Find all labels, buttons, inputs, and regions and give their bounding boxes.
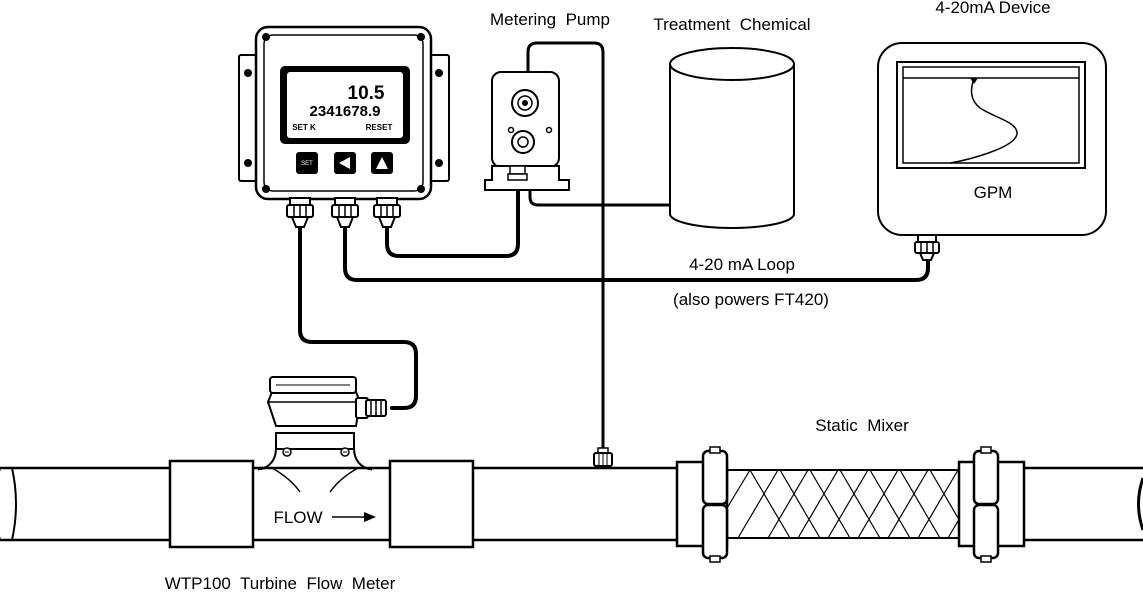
treatment-chemical-label: Treatment Chemical — [653, 15, 810, 34]
left-arrow-icon — [339, 157, 350, 169]
flow-rate-readout: 10.5 — [348, 83, 385, 104]
flow-label: FLOW — [273, 508, 322, 527]
flow-arrow-icon — [332, 512, 376, 522]
loop-powered-display — [877, 42, 1107, 261]
metering-pump — [484, 71, 570, 191]
metering-pump-label: Metering Pump — [490, 10, 610, 29]
sensor-head — [266, 391, 362, 427]
meter-coupling-right — [388, 459, 475, 549]
mixer-helix-icon — [726, 469, 959, 539]
softkey-right-label: RESET — [366, 123, 393, 132]
flow-meter-label: WTP100 Turbine Flow Meter — [165, 574, 396, 593]
tank-body — [669, 64, 795, 229]
chemical-tank — [669, 47, 795, 229]
meter-coupling-left — [168, 459, 255, 549]
ft420-controller: 10.5 2341678.9 SET K RESET SET — [238, 25, 450, 228]
injection-line — [526, 41, 605, 452]
tank-top — [669, 47, 795, 81]
left-arrow-button[interactable] — [334, 152, 356, 174]
lcd-screen — [287, 72, 403, 138]
device-label: 4-20mA Device — [935, 0, 1050, 17]
gpm-label: GPM — [974, 183, 1013, 202]
loop-label: 4-20 mA Loop — [689, 255, 795, 274]
flow-total-readout: 2341678.9 — [310, 103, 381, 120]
softkey-left-label: SET K — [292, 123, 316, 132]
housing-screw-icons — [262, 33, 425, 193]
static-mixer-label: Static Mixer — [815, 416, 909, 435]
sensor-cable — [298, 224, 418, 410]
loop-note-label: (also powers FT420) — [673, 290, 829, 309]
up-arrow-icon — [376, 157, 388, 169]
suction-line — [528, 180, 674, 207]
set-button[interactable]: SET — [296, 152, 318, 174]
up-arrow-button[interactable] — [371, 152, 393, 174]
svg-text:SET: SET — [301, 161, 313, 167]
injection-quill — [593, 447, 613, 467]
turbine-flow-meter — [257, 376, 387, 495]
pipe — [0, 459, 1143, 549]
chart-trace-icon — [949, 77, 1018, 164]
cable-glands — [286, 197, 401, 228]
loop-cable — [343, 222, 930, 282]
static-mixer — [675, 446, 1026, 563]
pump-cable — [385, 188, 520, 258]
labels: Metering Pump Treatment Chemical 4-20mA … — [165, 0, 1051, 593]
cables — [298, 41, 930, 452]
